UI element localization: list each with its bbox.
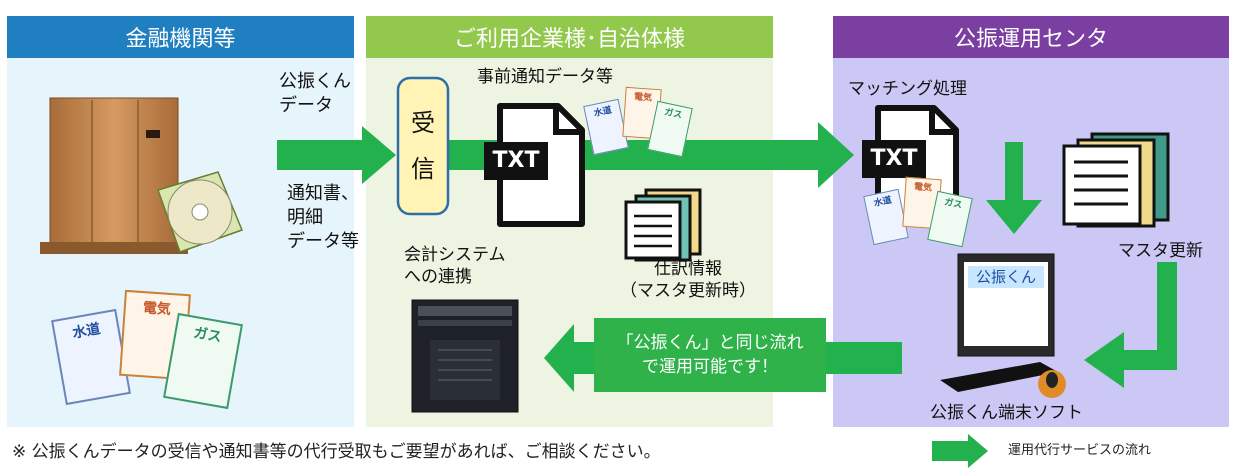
- bill-water-small-label: 水道: [593, 105, 613, 120]
- flow-arrow-bank-to-receive: [277, 126, 396, 184]
- bill-illustrations-center: 水道 電気 ガス: [863, 176, 978, 248]
- notices-line-1: 通知書、: [287, 183, 359, 204]
- bill-water-center-label: 水道: [873, 195, 893, 210]
- terminal-monitor-illustration: [940, 253, 1066, 398]
- client-title: ご利用企業様･自治体様: [453, 27, 685, 52]
- accounting-line-2: への連携: [404, 267, 472, 287]
- bill-gas-center-label: ガス: [943, 197, 963, 212]
- legend-arrow: [932, 434, 988, 468]
- bill-electric-label: 電気: [142, 300, 172, 319]
- flow-arrow-master-update: [1084, 262, 1177, 388]
- pre-notice-label: 事前通知データ等: [477, 67, 613, 87]
- bank-title: 金融機関等: [125, 27, 236, 52]
- journal-doc-stack-icon: [624, 188, 702, 262]
- bank-server-illustration: [40, 97, 188, 254]
- accounting-label: 会計システム への連携: [404, 244, 506, 288]
- notices-line-2: 明細: [287, 207, 323, 228]
- receive-box: [396, 76, 450, 216]
- terminal-label: 公振くん端末ソフト: [930, 403, 1083, 423]
- notices-label: 通知書、 明細 データ等: [287, 182, 359, 254]
- receive-char-1: 受: [411, 109, 435, 137]
- bill-water-label: 水道: [71, 321, 102, 342]
- bill-electric-center-label: 電気: [913, 182, 933, 194]
- flow-arrow-matching-down: [986, 142, 1042, 234]
- matching-label: マッチング処理: [848, 79, 967, 99]
- footnote: ※ 公振くんデータの受信や通知書等の代行受取もご要望があれば、ご相談ください。: [12, 442, 661, 462]
- kofuri-data-line-1: 公振くん: [279, 71, 351, 92]
- same-flow-callout: 「公振くん」と同じ流れ で運用可能です！: [594, 318, 826, 392]
- txt-file-icon-client: [484, 103, 585, 227]
- center-header: 公振運用センタ: [833, 16, 1229, 58]
- same-flow-line-2: で運用可能です！: [642, 357, 778, 377]
- bill-gas: ガス: [163, 312, 243, 410]
- cd-disc-illustration: [157, 171, 243, 253]
- bill-illustrations-bank: 水道 電気 ガス: [51, 289, 258, 410]
- center-title: 公振運用センタ: [953, 27, 1108, 52]
- same-flow-line-1: 「公振くん」と同じ流れ: [616, 333, 804, 353]
- terminal-screen-text: 公振くん: [975, 268, 1036, 286]
- bill-water: 水道: [51, 308, 131, 406]
- bill-illustrations-client: 水道 電気 ガス: [583, 86, 698, 160]
- legend-label: 運用代行サービスの流れ: [1008, 443, 1152, 458]
- journal-line-2: （マスタ更新時）: [620, 281, 756, 301]
- bill-electric-small-label: 電気: [633, 92, 653, 104]
- notices-line-3: データ等: [287, 231, 359, 252]
- accounting-line-1: 会計システム: [404, 245, 506, 265]
- journal-label: 仕訳情報 （マスタ更新時）: [620, 258, 756, 302]
- master-update-label: マスタ更新: [1118, 241, 1203, 261]
- journal-line-1: 仕訳情報: [654, 259, 722, 279]
- flow-arrow-receive-to-center: [448, 122, 854, 188]
- client-header: ご利用企業様･自治体様: [366, 16, 773, 58]
- kofuri-data-line-2: データ: [279, 95, 333, 116]
- txt-label-center: TXT: [870, 146, 918, 171]
- accounting-server-illustration: [411, 299, 519, 413]
- bill-gas-small-label: ガス: [663, 107, 683, 122]
- kofuri-data-label: 公振くん データ: [279, 70, 351, 118]
- bank-header: 金融機関等: [7, 16, 354, 58]
- master-doc-stack-icon: [1062, 132, 1170, 228]
- receive-label: 受 信: [398, 100, 448, 192]
- receive-char-2: 信: [411, 155, 435, 183]
- bill-gas-label: ガス: [192, 325, 223, 346]
- txt-label-client: TXT: [492, 148, 540, 173]
